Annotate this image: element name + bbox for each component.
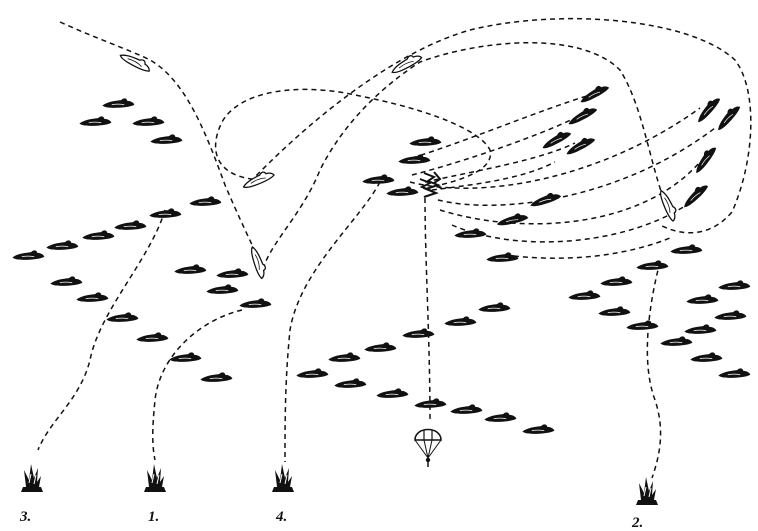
plane [577,81,611,105]
plane [150,134,183,145]
plane [216,268,249,279]
path-loop-left [214,88,492,186]
plane [114,220,147,231]
plane [486,252,519,263]
plane [478,302,511,313]
formation-planes [12,81,751,435]
wreck-icon [635,476,659,506]
plane [450,404,483,415]
plane [454,228,487,239]
path-descent-1 [37,209,166,451]
plane [328,352,361,363]
plane [132,116,165,127]
crash-sites [20,463,659,506]
plane [600,276,633,287]
plane [563,133,597,157]
crash-label-2: 2. [631,515,643,531]
path-descent-3 [284,181,381,463]
plane [12,250,45,261]
plane [690,352,723,363]
plane [239,298,272,309]
white-plane [249,244,269,280]
crash-label-3: 3. [19,509,31,525]
plane [200,372,233,383]
path-big-loop [249,17,752,234]
plane [46,240,79,251]
plane [149,208,182,219]
plane [402,328,435,339]
plane [660,336,693,347]
wreck-icon [271,463,295,493]
plane [692,94,723,125]
plane [598,306,631,317]
plane [76,292,109,303]
plane [106,312,139,323]
plane [364,342,397,353]
plane [522,424,555,435]
plane [50,276,83,287]
plane [409,136,442,147]
plane [679,180,711,210]
plane [714,310,747,321]
plane [82,230,115,241]
white-planes [118,48,680,280]
flight-paths [37,17,752,479]
parachute-icon [414,428,442,467]
plane [670,244,703,255]
plane [398,154,431,165]
plane [528,190,563,209]
path-entry-top-left [59,21,261,263]
plane [334,378,367,389]
wreck-icon [20,463,44,493]
wreck-icon [143,463,167,493]
plane [296,368,329,379]
plane [444,316,477,327]
plane [102,98,135,109]
plane [690,143,719,175]
plane [79,116,112,127]
white-plane [658,187,680,223]
plane [376,388,409,399]
plane [718,280,751,291]
plane [568,290,601,301]
plane [636,260,669,271]
path-descent-4 [646,261,662,479]
crash-label-1: 1. [148,509,159,525]
path-loop-inner [261,42,671,279]
plane [386,186,419,197]
plane [565,103,599,127]
plane [174,264,207,275]
crash-label-4: 4. [275,509,287,525]
crash-labels: 3. 1. 4. 2. [19,509,643,531]
plane [136,332,169,343]
plane [189,196,222,207]
plane [484,412,517,423]
plane [626,320,659,331]
plane [686,294,719,305]
path-parachute [424,197,431,421]
white-plane [240,168,276,190]
path-descent-2 [152,309,243,461]
plane [718,368,751,379]
plane [712,102,743,133]
plane [684,324,717,335]
plane [206,284,239,295]
plane [362,174,395,185]
